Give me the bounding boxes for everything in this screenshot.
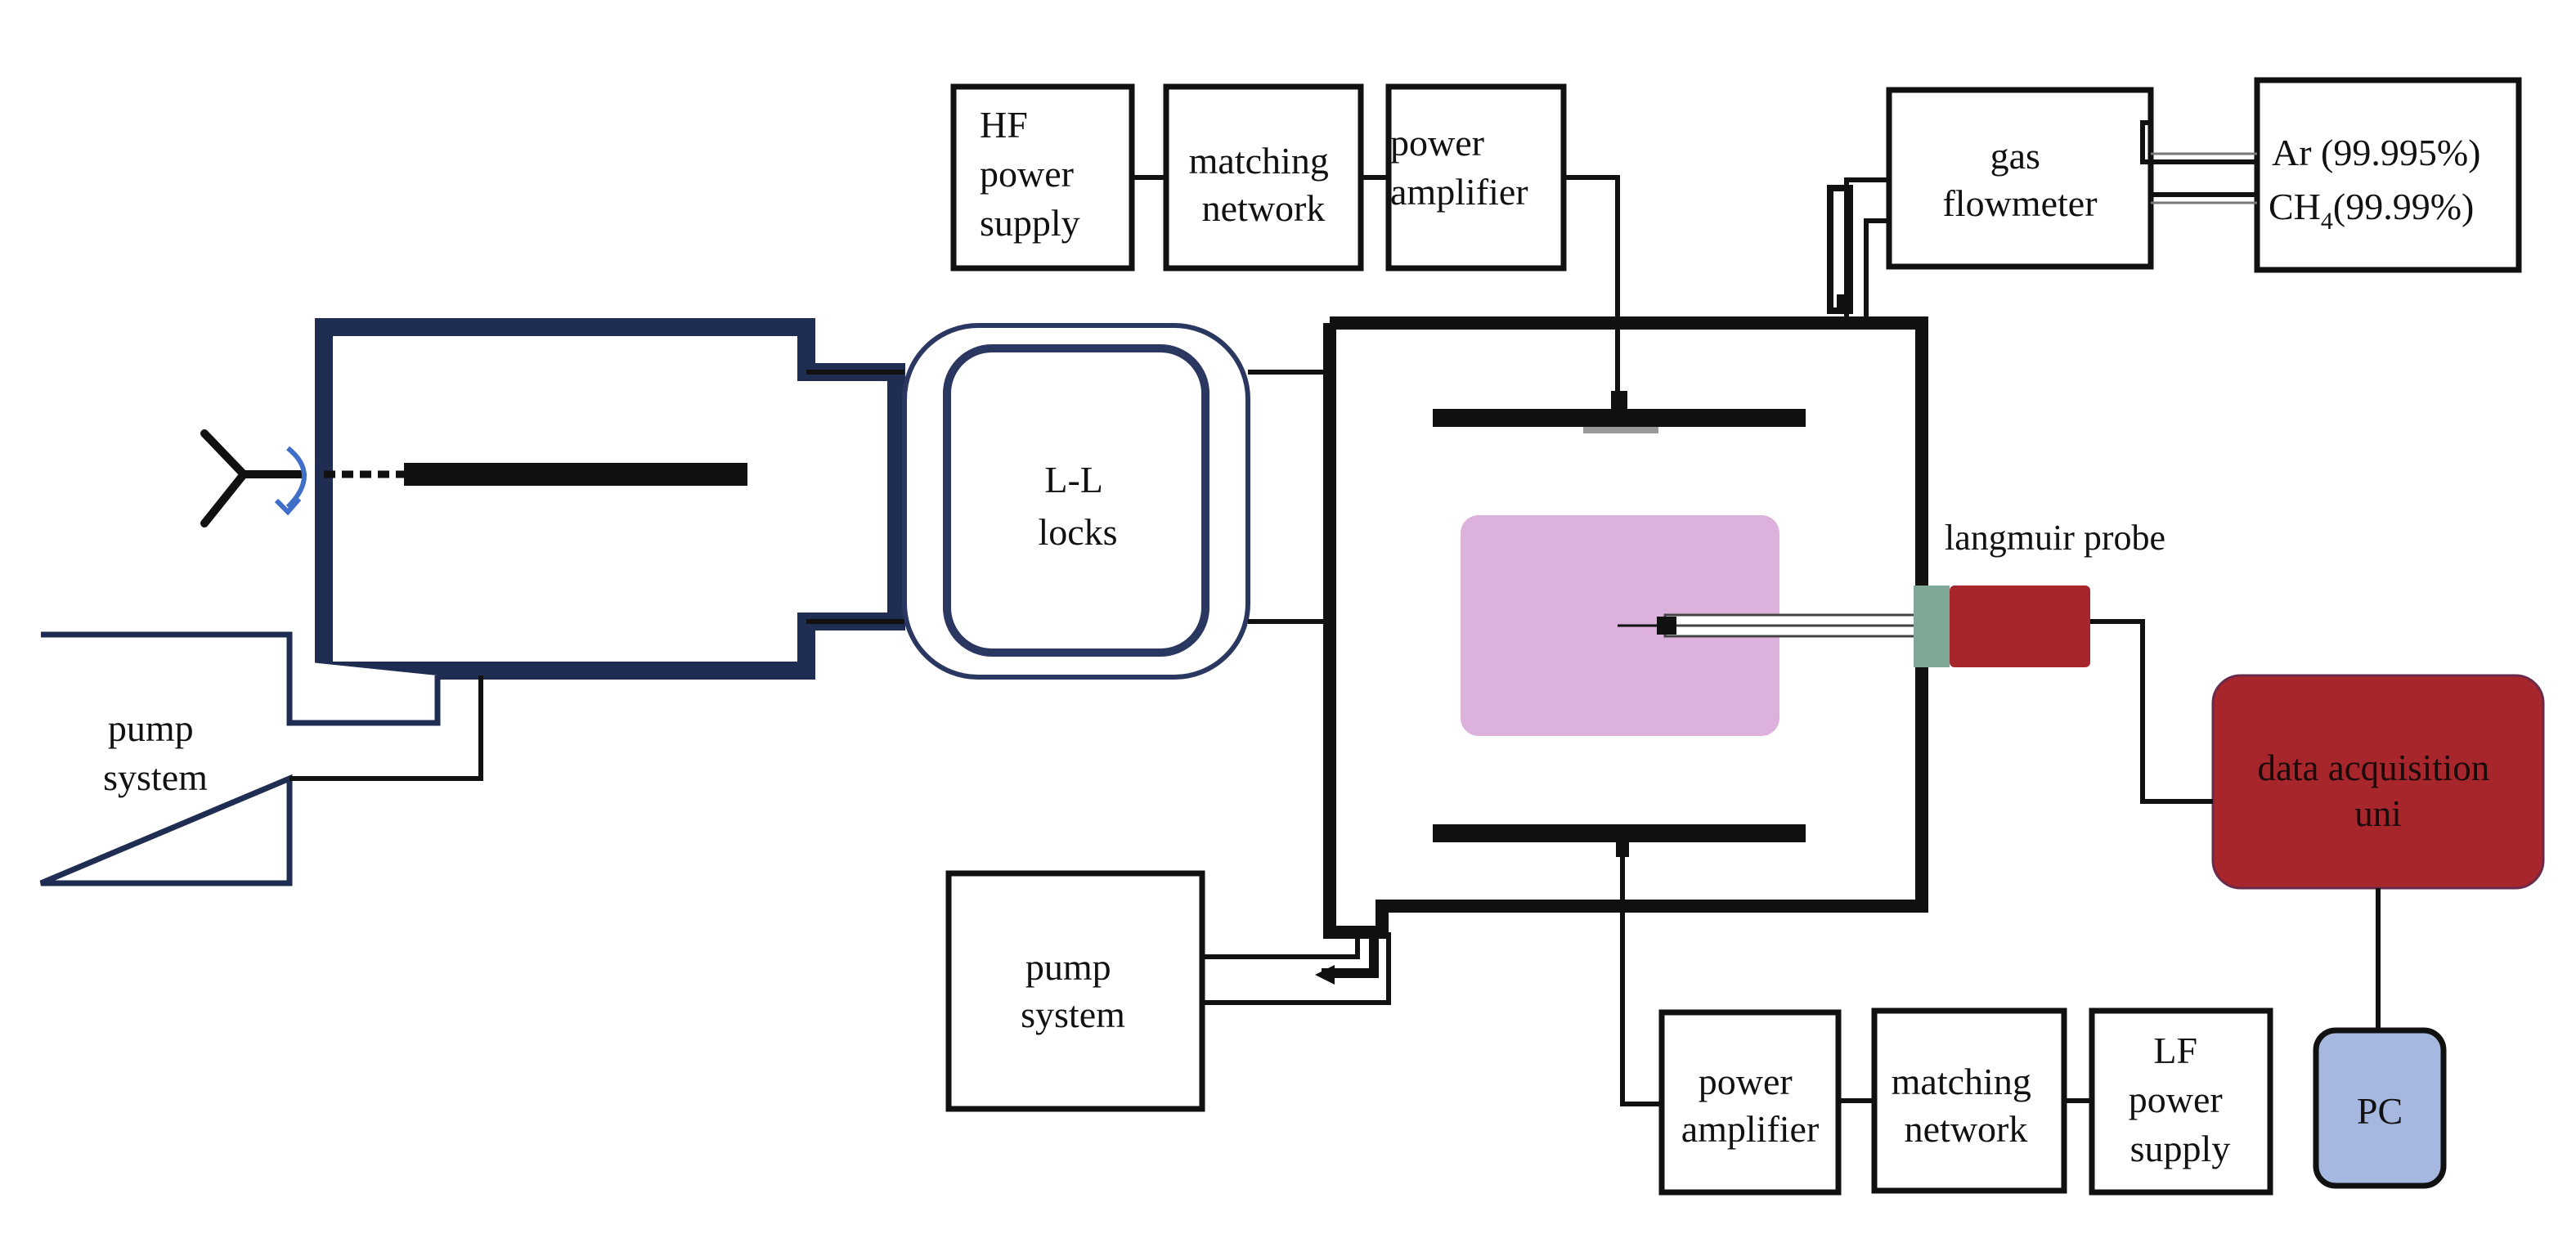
gas-cylinders: Ar (99.995%) CH4(99.99%) — [2254, 77, 2522, 273]
pump-system-left: pump system — [39, 631, 441, 886]
lower-electrode — [1433, 824, 1806, 842]
load-lock-inner — [943, 344, 1209, 657]
pump-system-bottom: pump system — [945, 870, 1205, 1112]
load-lock: L-L locks — [902, 323, 1250, 680]
matching-network-bottom: matching network — [1871, 1007, 2067, 1194]
hf-power-supply: HF power supply — [950, 83, 1135, 271]
langmuir-probe: langmuir probe — [1618, 518, 2165, 667]
gas-flowmeter: gas flowmeter — [1886, 87, 2154, 270]
svg-text:matching network: matching network — [1189, 140, 1339, 229]
svg-text:pump system: pump system — [103, 707, 208, 798]
transfer-rod — [404, 463, 747, 486]
lf-power-supply: LF power supply — [2089, 1007, 2273, 1196]
gas-ch4-label: CH4(99.99%) — [2269, 186, 2474, 235]
lf-chain-wiring — [1620, 857, 2092, 1106]
upper-electrode-feed — [1611, 391, 1627, 411]
power-amplifier-top: power amplifier — [1385, 83, 1567, 271]
pc-unit: PC — [2313, 1027, 2447, 1189]
svg-text:power amplifier: power amplifier — [1681, 1061, 1820, 1150]
hf-chain-wiring — [1132, 175, 1620, 393]
valve-icon[interactable] — [1827, 185, 1853, 314]
lower-electrode-feed — [1616, 842, 1629, 857]
data-acquisition-unit: data acquisition uni — [2211, 674, 2545, 890]
probe-flange — [1914, 586, 1950, 667]
probe-body — [1950, 586, 2090, 667]
load-lock-label: L-L locks — [1038, 459, 1117, 553]
svg-text:gas flowmeter: gas flowmeter — [1942, 135, 2097, 224]
main-chamber-wall — [1323, 316, 1928, 939]
langmuir-probe-label: langmuir probe — [1945, 518, 2165, 558]
pump-bottom-lines — [1202, 932, 1391, 1005]
load-lock-outer — [902, 323, 1250, 680]
svg-text:matching network: matching network — [1892, 1061, 2041, 1150]
upper-electrode — [1433, 409, 1806, 427]
power-amplifier-bottom: power amplifier — [1658, 1009, 1842, 1196]
svg-text:pump system: pump system — [1021, 946, 1125, 1035]
matching-network-top: matching network — [1163, 83, 1364, 271]
gas-ar-label: Ar (99.995%) — [2272, 132, 2481, 173]
pc-label: PC — [2357, 1090, 2403, 1132]
pump-left-line — [289, 675, 483, 781]
electrode-shield — [1583, 427, 1658, 433]
probe-tip — [1657, 617, 1676, 635]
probe-wiring — [2090, 619, 2381, 1030]
svg-text:HF power supply: HF power supply — [980, 104, 1083, 244]
data-acquisition-label: data acquisition uni — [2258, 747, 2499, 834]
arrow-left-icon — [1315, 965, 1335, 985]
svg-text:LF power supply: LF power supply — [2129, 1030, 2232, 1169]
rotation-arrow-icon — [274, 446, 307, 516]
y-handle-icon[interactable] — [200, 429, 307, 527]
svg-text:power amplifier: power amplifier — [1390, 122, 1528, 213]
